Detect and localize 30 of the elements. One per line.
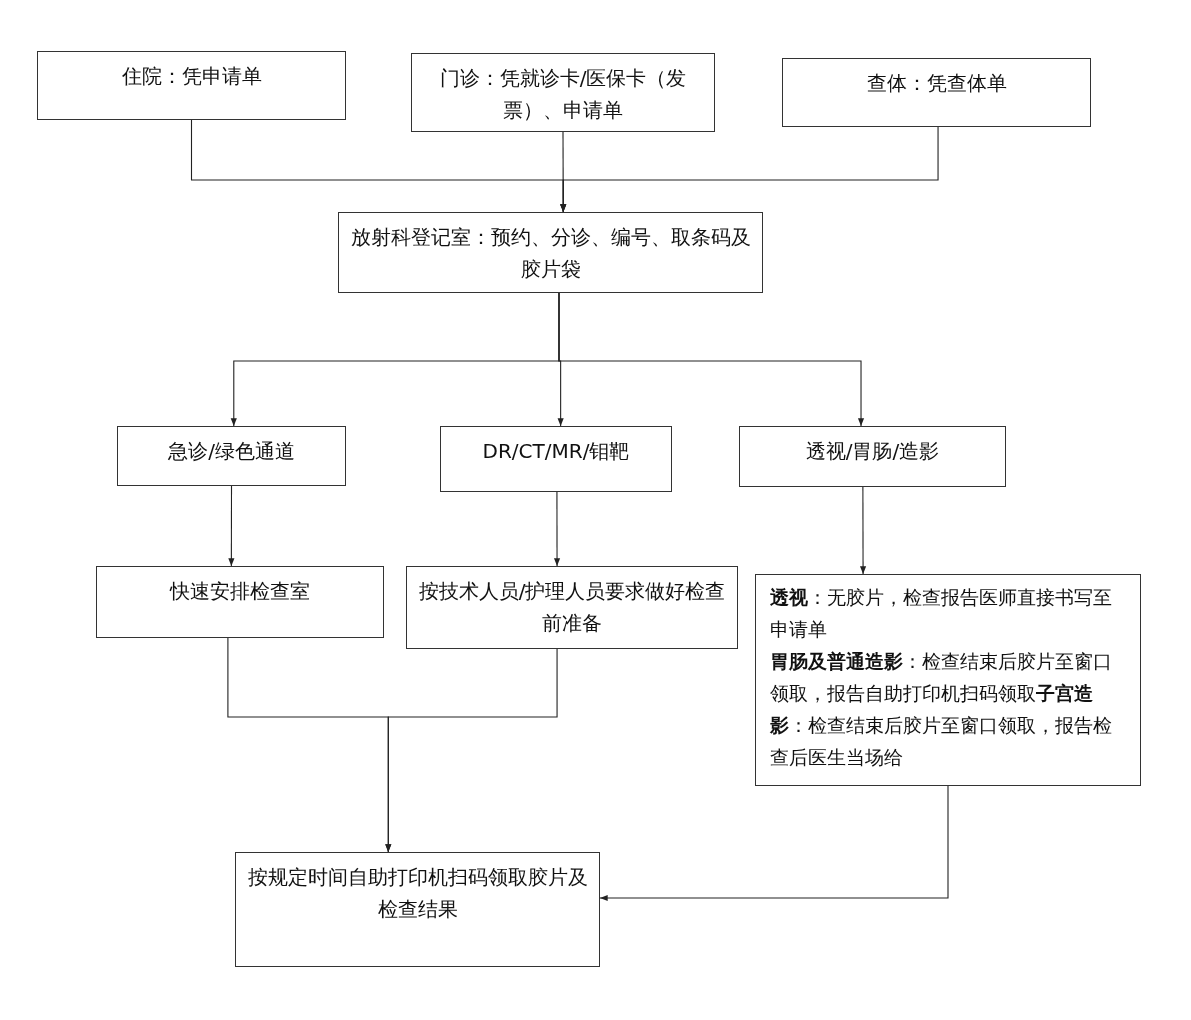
- step-text: 放射科登记室：预约、分诊、编号、取条码及胶片袋: [349, 224, 752, 283]
- arrow: [228, 485, 235, 567]
- step-text: 快速安排检查室: [168, 578, 311, 605]
- step-text: 按技术人员/护理人员要求做好检查前准备: [417, 578, 727, 637]
- arrow: [385, 648, 558, 853]
- arrow: [553, 491, 561, 567]
- arrow: [860, 486, 867, 575]
- process-box: [96, 566, 384, 638]
- step-text: 住院：凭申请单: [120, 63, 263, 90]
- step-text: DR/CT/MR/钼靶: [481, 438, 631, 465]
- step-text: 胃肠及普通造影：检查结束后胶片至窗口领取，报告自助打印机扫码领取子宫造影：检查结束后胶片至窗口领取，报告检查后医生当场给: [770, 649, 1113, 770]
- step-text: 查体：凭查体单: [865, 70, 1008, 97]
- process-box: [338, 212, 763, 293]
- step-text: 透视/胃肠/造影: [804, 438, 941, 465]
- process-box: [755, 574, 1141, 786]
- process-box: [37, 51, 346, 120]
- arrow: [560, 126, 939, 213]
- process-box: [235, 852, 600, 967]
- process-box: [739, 426, 1006, 487]
- step-text: 门诊：凭就诊卡/医保卡（发票）、申请单: [438, 65, 688, 124]
- process-box: [411, 53, 715, 132]
- step-text: 按规定时间自助打印机扫码领取胶片及检查结果: [246, 864, 589, 923]
- step-text: 急诊/绿色通道: [167, 438, 296, 465]
- step-text: 透视：无胶片，检查报告医师直接书写至申请单: [770, 585, 1113, 642]
- arrow: [599, 785, 949, 902]
- process-box: [440, 426, 672, 492]
- arrow: [558, 292, 865, 427]
- process-box: [406, 566, 738, 649]
- process-box: [117, 426, 346, 486]
- process-box: [782, 58, 1091, 127]
